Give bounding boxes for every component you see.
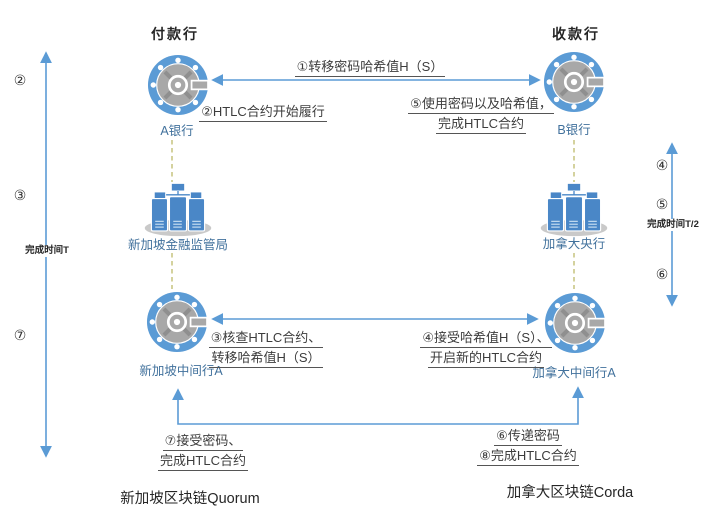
footer-quorum-chain: 新加坡区块链Quorum <box>120 491 260 507</box>
node-label-bank-a: A银行 <box>160 124 194 138</box>
annotation-step6-8: ⑥传递密码 ⑧完成HTLC合约 <box>448 426 608 466</box>
timeline-right-marker-4: ④ <box>655 157 669 173</box>
step8-text: ⑧完成HTLC合约 <box>477 447 579 466</box>
annotation-step4: ④接受哈希值H（S）、 开启新的HTLC合约 <box>403 328 569 368</box>
step6-text: ⑥传递密码 <box>494 427 562 446</box>
annotation-step5: ⑤使用密码以及哈希值， 完成HTLC合约 <box>398 94 564 134</box>
annotation-step7: ⑦接受密码、 完成HTLC合约 <box>128 431 278 471</box>
step3-line1: ③核查HTLC合约、 <box>208 329 324 348</box>
timeline-right-duration-label: 完成时间T/2 <box>638 219 708 231</box>
timeline-left-marker-2: ② <box>13 72 27 88</box>
footer-corda-chain: 加拿大区块链Corda <box>506 485 634 501</box>
node-label-ca-intermediary: 加拿大中间行A <box>532 366 616 380</box>
server-cluster-icon <box>540 183 608 237</box>
timeline-left-marker-7: ⑦ <box>13 327 27 343</box>
step5-line2: 完成HTLC合约 <box>436 115 526 134</box>
arrow-secret-return-bottom <box>172 386 584 425</box>
payee-bank-header: 收款行 <box>552 26 600 42</box>
step3-line2: 转移哈希值H（S） <box>209 349 323 368</box>
node-label-sg-intermediary: 新加坡中间行A <box>139 364 223 378</box>
server-cluster-icon <box>144 183 212 237</box>
node-label-sg-regulator: 新加坡金融监管局 <box>127 238 228 252</box>
payer-bank-header: 付款行 <box>151 26 199 42</box>
node-label-ca-central-bank: 加拿大央行 <box>542 237 606 251</box>
timeline-left-duration-label: 完成时间T <box>16 245 78 257</box>
annotation-step1: ①转移密码哈希值H（S） <box>260 57 480 77</box>
step4-line2: 开启新的HTLC合约 <box>428 349 544 368</box>
timeline-left-marker-3: ③ <box>13 187 27 203</box>
step1-text: ①转移密码哈希值H（S） <box>294 58 446 77</box>
annotation-step3: ③核查HTLC合约、 转移哈希值H（S） <box>186 328 346 368</box>
node-label-bank-b: B银行 <box>557 123 591 137</box>
annotation-step2: ②HTLC合约开始履行 <box>183 102 343 122</box>
timeline-right-marker-6: ⑥ <box>655 266 669 282</box>
step5-line1: ⑤使用密码以及哈希值， <box>408 95 554 114</box>
timeline-right-marker-5: ⑤ <box>655 196 669 212</box>
step7-line2: 完成HTLC合约 <box>158 452 248 471</box>
step7-line1: ⑦接受密码、 <box>162 432 244 451</box>
step2-text: ②HTLC合约开始履行 <box>199 103 327 122</box>
step4-line1: ④接受哈希值H（S）、 <box>420 329 552 348</box>
